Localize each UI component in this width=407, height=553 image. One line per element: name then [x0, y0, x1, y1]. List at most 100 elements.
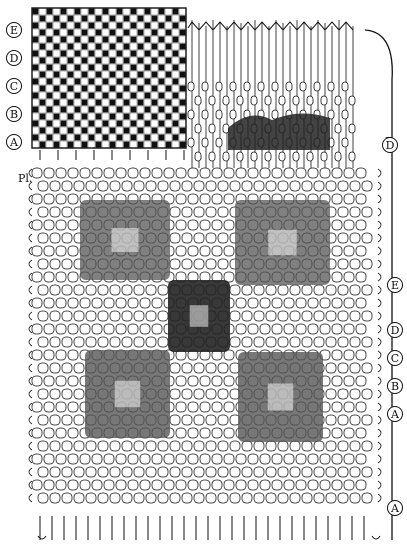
weft-loop [216, 82, 222, 91]
weave-stitch [158, 311, 168, 321]
weft-loop [223, 96, 229, 105]
weave-stitch [224, 428, 234, 438]
graph-cell [159, 107, 165, 113]
weave-stitch [128, 480, 138, 490]
weave-stitch [296, 298, 306, 308]
weft-loop [244, 82, 250, 91]
weave-stitch [164, 454, 174, 464]
weave-stitch [362, 441, 372, 451]
weave-stitch [98, 493, 108, 503]
weave-stitch [218, 493, 228, 503]
weave-stitch [56, 454, 66, 464]
weave-stitch [116, 324, 126, 334]
weave-stitch [350, 311, 360, 321]
weave-stitch [236, 480, 246, 490]
graph-cell [75, 107, 81, 113]
weave-stitch [326, 311, 336, 321]
graph-cell [47, 65, 53, 71]
edge-loop-right [378, 390, 381, 398]
fringe-curl [372, 536, 380, 539]
weave-stitch [338, 363, 348, 373]
weave-stitch [200, 168, 210, 178]
weave-stitch [44, 350, 54, 360]
graph-cell [110, 142, 116, 148]
weave-stitch [302, 337, 312, 347]
graph-cell [82, 72, 88, 78]
weave-stitch [32, 402, 42, 412]
weave-stitch [320, 324, 330, 334]
graph-cell [61, 79, 67, 85]
weave-stitch [86, 311, 96, 321]
weave-stitch [62, 311, 72, 321]
weave-stitch [62, 233, 72, 243]
graph-cell [54, 86, 60, 92]
weave-stitch [194, 389, 204, 399]
weave-stitch [122, 467, 132, 477]
weft-loop [209, 96, 215, 105]
motif-notch [190, 305, 209, 327]
weft-loop [342, 138, 348, 147]
weave-stitch [74, 285, 84, 295]
graph-cell [75, 37, 81, 43]
weft-loop [321, 152, 327, 161]
weave-stitch [122, 181, 132, 191]
graph-cell [110, 44, 116, 50]
graph-cell [166, 72, 172, 78]
graph-cell [33, 65, 39, 71]
graph-cell [47, 23, 53, 29]
weave-stitch [326, 363, 336, 373]
weave-stitch [362, 493, 372, 503]
weave-stitch [200, 480, 210, 490]
graph-cell [117, 9, 123, 15]
weave-stitch [68, 454, 78, 464]
weave-stitch [50, 493, 60, 503]
edge-loop-left [29, 299, 32, 307]
weave-stitch [68, 324, 78, 334]
graph-cell [61, 107, 67, 113]
weave-stitch [194, 493, 204, 503]
weft-loop [237, 96, 243, 105]
weave-stitch [56, 298, 66, 308]
graph-cell [145, 9, 151, 15]
weft-loop [307, 96, 313, 105]
weave-stitch [260, 454, 270, 464]
weft-loop [188, 110, 194, 119]
weave-stitch [146, 181, 156, 191]
weave-stitch [230, 181, 240, 191]
weave-stitch [218, 259, 228, 269]
edge-loop-left [29, 377, 32, 385]
weave-stitch [122, 337, 132, 347]
weave-stitch [194, 467, 204, 477]
weave-stitch [134, 467, 144, 477]
weave-stitch [266, 337, 276, 347]
graph-cell [47, 51, 53, 57]
weave-stitch [68, 220, 78, 230]
graph-cell [96, 30, 102, 36]
weave-stitch [50, 467, 60, 477]
graph-cell [96, 114, 102, 120]
weave-stitch [338, 493, 348, 503]
weave-stitch [128, 298, 138, 308]
graph-cell [152, 16, 158, 22]
weave-stitch [212, 480, 222, 490]
graph-label-E: E [10, 24, 18, 37]
weave-stitch [74, 363, 84, 373]
weave-stitch [326, 285, 336, 295]
weave-stitch [320, 454, 330, 464]
edge-loop-left [29, 325, 32, 333]
graph-cell [103, 37, 109, 43]
weave-stitch [68, 246, 78, 256]
graph-cell [103, 9, 109, 15]
edge-loop-left [29, 208, 32, 216]
weave-stitch [68, 350, 78, 360]
weave-stitch [176, 376, 186, 386]
weave-stitch [128, 324, 138, 334]
weave-stitch [110, 493, 120, 503]
weave-stitch [344, 376, 354, 386]
weave-stitch [164, 480, 174, 490]
graph-label-D: D [10, 52, 19, 65]
weave-stitch [350, 441, 360, 451]
weave-stitch [326, 493, 336, 503]
weave-stitch [104, 324, 114, 334]
motif-notch [268, 230, 297, 256]
